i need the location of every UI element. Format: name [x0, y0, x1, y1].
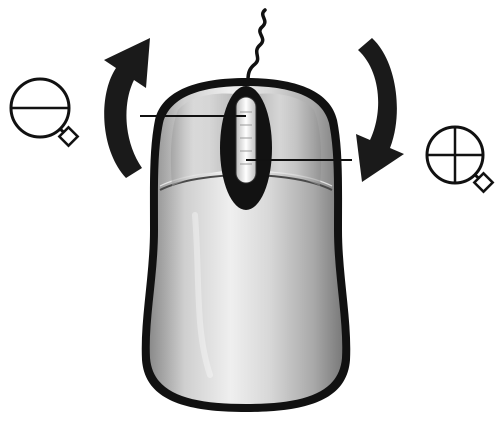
scroll-wheel [220, 86, 272, 210]
zoom-out-magnifier-icon [11, 79, 78, 146]
scroll-down-arrow-icon [356, 38, 404, 182]
mouse-cable [248, 10, 265, 80]
zoom-in-magnifier-icon [427, 127, 493, 192]
scroll-up-arrow-icon [104, 38, 150, 178]
